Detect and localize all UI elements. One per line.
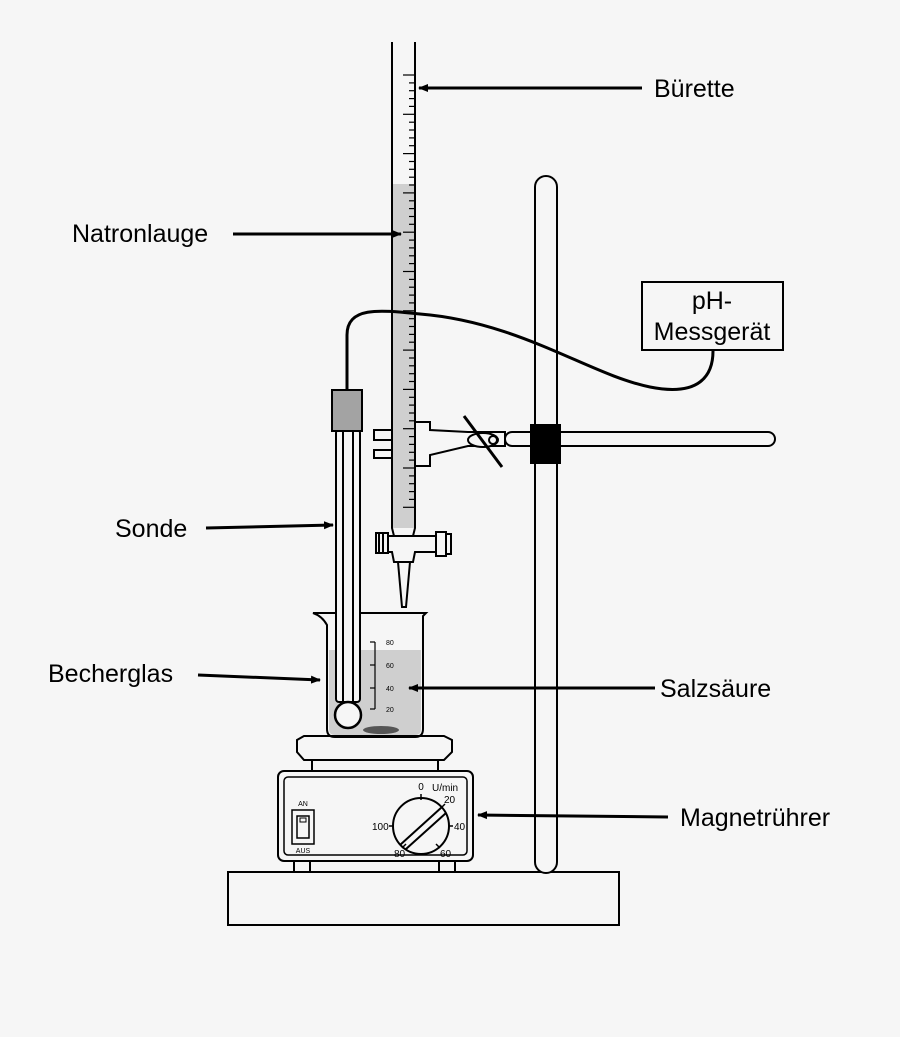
arrow-stirrer bbox=[477, 811, 669, 820]
dial-20: 20 bbox=[444, 795, 456, 806]
clamp-block bbox=[530, 424, 561, 464]
ph-meter bbox=[641, 281, 784, 351]
dial-0: 0 bbox=[418, 782, 424, 793]
label-probe: Sonde bbox=[115, 515, 187, 543]
burette bbox=[391, 42, 416, 541]
probe-head bbox=[331, 389, 363, 432]
ph-meter-label-line2: Messgerät bbox=[654, 318, 771, 346]
arrow-probe bbox=[205, 521, 334, 530]
probe-cable bbox=[345, 309, 715, 391]
dial-100: 100 bbox=[372, 822, 389, 833]
label-hcl: Salzsäure bbox=[660, 675, 771, 703]
beaker-scale-40: 40 bbox=[386, 686, 394, 693]
naoh-liquid bbox=[393, 184, 414, 528]
switch-on-label: AN bbox=[298, 801, 308, 808]
dial-unit: U/min bbox=[432, 783, 458, 794]
arrow-beaker bbox=[197, 673, 321, 684]
beaker-scale-20: 20 bbox=[386, 707, 394, 714]
beaker-scale-60: 60 bbox=[386, 663, 394, 670]
burette-tip bbox=[396, 561, 412, 608]
label-naoh: Natronlauge bbox=[72, 220, 208, 248]
ph-meter-label-line1: pH- bbox=[692, 287, 732, 315]
burette-scale bbox=[403, 74, 415, 508]
dial-40: 40 bbox=[454, 822, 466, 833]
label-arrows bbox=[197, 84, 669, 820]
dial-80: 80 bbox=[394, 849, 406, 860]
stand-rod bbox=[534, 175, 558, 874]
dial-60: 60 bbox=[440, 849, 452, 860]
label-beaker: Becherglas bbox=[48, 660, 173, 688]
switch-off-label: AUS bbox=[296, 848, 311, 855]
power-switch[interactable] bbox=[291, 809, 315, 845]
stand-base bbox=[227, 871, 620, 926]
stirrer-top-plate bbox=[296, 735, 453, 761]
label-burette: Bürette bbox=[654, 75, 735, 103]
beaker bbox=[312, 612, 429, 738]
speed-dial[interactable] bbox=[389, 794, 453, 855]
burette-stopcock[interactable] bbox=[375, 531, 452, 563]
ph-probe bbox=[331, 389, 363, 730]
beaker-scale-80: 80 bbox=[386, 640, 394, 647]
label-stirrer: Magnetrührer bbox=[680, 804, 830, 832]
stir-bar bbox=[363, 726, 399, 734]
